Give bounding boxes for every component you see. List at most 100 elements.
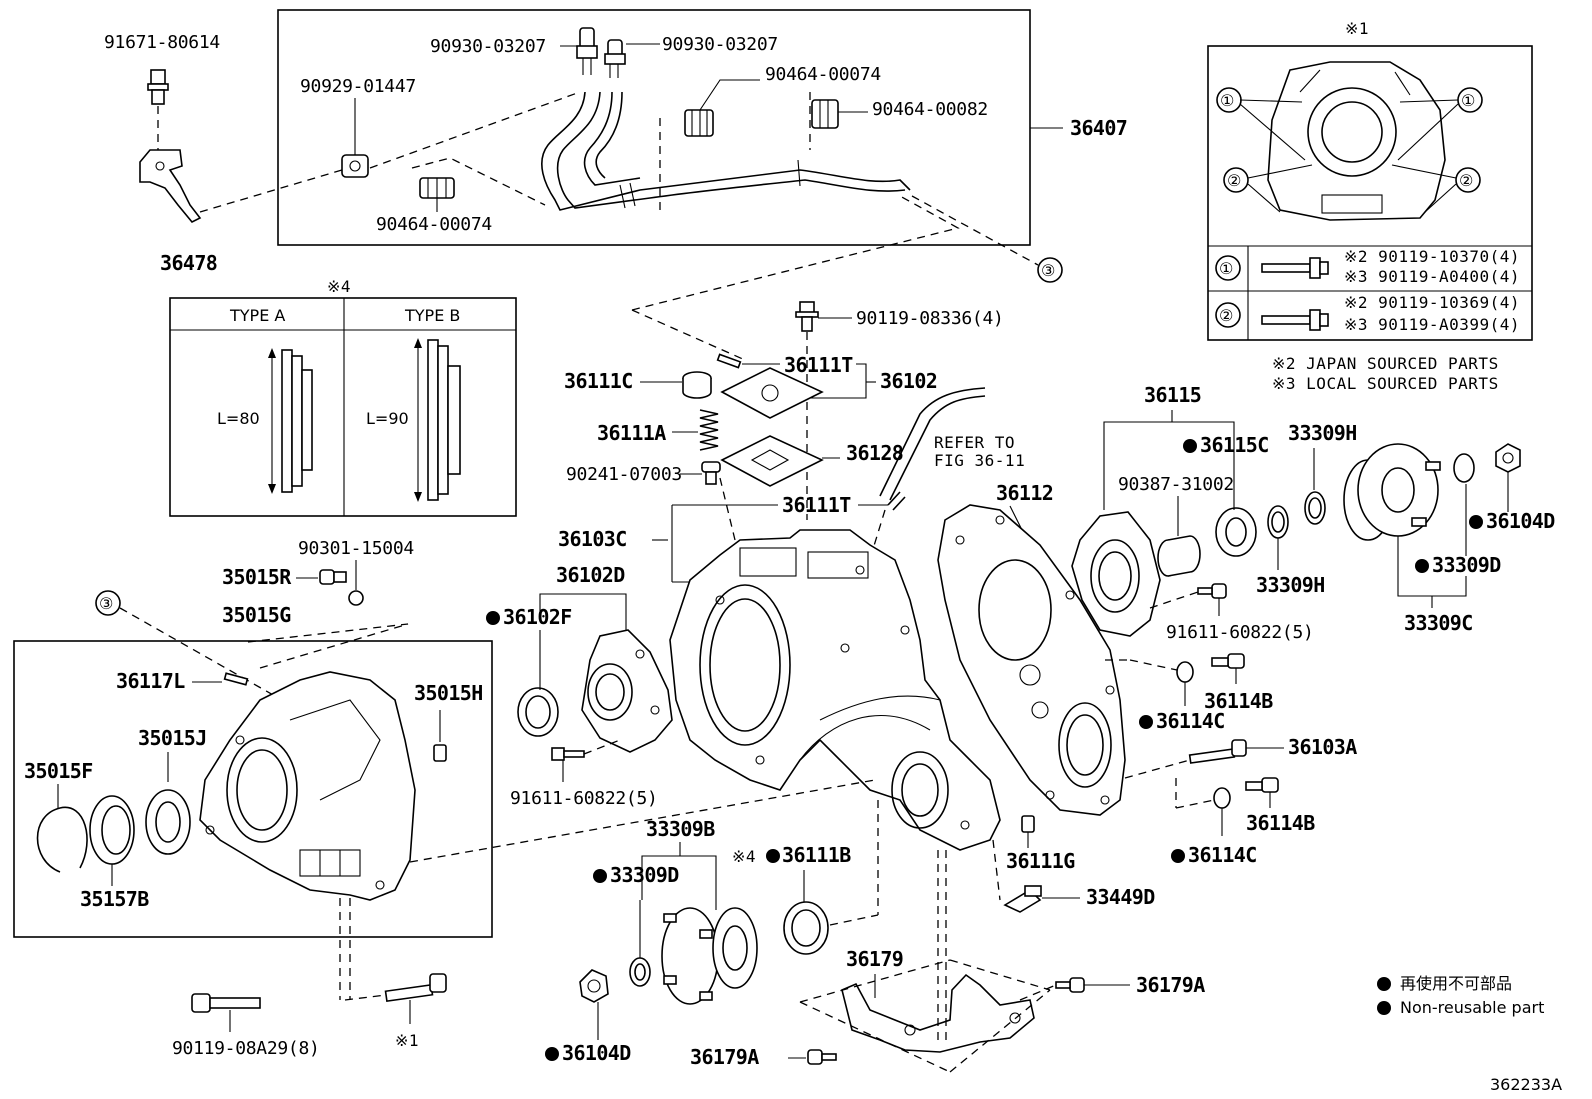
dowel-icon — [1021, 815, 1035, 833]
bolt-table — [1207, 45, 1533, 341]
label-35015R[interactable]: 35015R — [222, 565, 293, 589]
hose-clamp-icon — [811, 99, 839, 129]
label-91671-80614[interactable]: 91671-80614 — [104, 32, 220, 53]
label-90119-08336[interactable]: 90119-08336(4) — [856, 308, 1004, 329]
label-36102F[interactable]: 36102F — [503, 605, 572, 629]
label-36114C-b[interactable]: 36114C — [1188, 843, 1257, 867]
lock-nut-icon — [1495, 443, 1521, 473]
label-36111T-a[interactable]: 36111T — [784, 353, 854, 377]
label-35015F[interactable]: 35015F — [24, 759, 93, 783]
label-36114C-a[interactable]: 36114C — [1156, 709, 1225, 733]
label-33309D-a[interactable]: 33309D — [610, 863, 680, 887]
label-36179A-a[interactable]: 36179A — [1136, 973, 1206, 997]
adapter-housing-icon — [199, 671, 416, 901]
type-b-header: TYPE B — [404, 306, 460, 325]
refer-note-line2: FIG 36-11 — [934, 451, 1025, 470]
hose-clamp-icon — [684, 109, 714, 137]
label-33309D-b[interactable]: 33309D — [1432, 553, 1502, 577]
label-36179[interactable]: 36179 — [846, 947, 904, 971]
plug-icon — [1211, 653, 1245, 669]
bolt-row-1-japan[interactable]: ※2 90119-10370(4) — [1344, 247, 1520, 266]
bolt-icon — [795, 301, 819, 332]
label-91611-60822-a[interactable]: 91611-60822(5) — [510, 788, 658, 809]
label-91611-60822-b[interactable]: 91611-60822(5) — [1166, 622, 1314, 643]
label-36111A[interactable]: 36111A — [597, 421, 667, 445]
label-35015H[interactable]: 35015H — [414, 681, 483, 705]
label-33309H-b[interactable]: 33309H — [1256, 573, 1325, 597]
label-36104D-a[interactable]: 36104D — [562, 1041, 632, 1065]
figure-id: 362233A — [1490, 1075, 1562, 1094]
hose-tube-icon — [541, 91, 911, 211]
label-90119-08A29[interactable]: 90119-08A29(8) — [172, 1038, 320, 1059]
plug-icon — [682, 371, 712, 399]
label-90464-00082[interactable]: 90464-00082 — [872, 99, 988, 120]
type-table — [169, 297, 517, 517]
label-36115C[interactable]: 36115C — [1200, 433, 1269, 457]
union-fitting-icon — [576, 27, 626, 78]
bolt-icon — [147, 69, 169, 105]
bolt-row-1-local[interactable]: ※3 90119-A0400(4) — [1344, 267, 1520, 286]
label-90929-01447[interactable]: 90929-01447 — [300, 76, 416, 97]
label-36128[interactable]: 36128 — [846, 441, 904, 465]
label-36102D[interactable]: 36102D — [556, 563, 626, 587]
label-36117L[interactable]: 36117L — [116, 669, 186, 693]
bolt-icon — [1055, 977, 1085, 993]
rear-cover-icon — [581, 629, 673, 753]
label-36102[interactable]: 36102 — [880, 369, 938, 393]
label-36111G[interactable]: 36111G — [1006, 849, 1076, 873]
label-36111C[interactable]: 36111C — [564, 369, 633, 393]
long-bolt-icon — [1261, 257, 1329, 279]
skid-plate-icon — [841, 973, 1035, 1053]
non-reusable-marker-icon — [1377, 1001, 1391, 1015]
label-36114B-b[interactable]: 36114B — [1246, 811, 1316, 835]
bolt-icon — [701, 461, 721, 485]
pin-icon — [223, 672, 249, 686]
extension-housing-icon — [1071, 511, 1161, 637]
label-90301-15004[interactable]: 90301-15004 — [298, 538, 414, 559]
bearing-icon — [1215, 507, 1257, 557]
label-36179A-b[interactable]: 36179A — [690, 1045, 760, 1069]
label-90387-31002[interactable]: 90387-31002 — [1118, 474, 1234, 495]
label-36114B-a[interactable]: 36114B — [1204, 689, 1274, 713]
long-bolt-icon — [1188, 739, 1247, 764]
type-a-header: TYPE A — [229, 306, 285, 325]
label-90930-03207-a[interactable]: 90930-03207 — [430, 36, 546, 57]
label-36111T-b[interactable]: 36111T — [782, 493, 852, 517]
companion-flange-icon — [661, 907, 758, 1005]
label-36111B[interactable]: 36111B — [782, 843, 852, 867]
bushing-icon — [1157, 535, 1201, 577]
label-33309H-a[interactable]: 33309H — [1288, 421, 1357, 445]
label-36104D-b[interactable]: 36104D — [1486, 509, 1556, 533]
bolt-row-1-circle: ① — [1219, 259, 1233, 278]
plug-icon — [1245, 777, 1279, 793]
label-35157B[interactable]: 35157B — [80, 887, 150, 911]
label-36478[interactable]: 36478 — [160, 251, 218, 275]
label-35015G[interactable]: 35015G — [222, 603, 292, 627]
label-36103C[interactable]: 36103C — [558, 527, 627, 551]
label-36112[interactable]: 36112 — [996, 481, 1054, 505]
label-90464-00074-b[interactable]: 90464-00074 — [376, 214, 492, 235]
label-35015J[interactable]: 35015J — [138, 726, 207, 750]
label-90241-07003[interactable]: 90241-07003 — [566, 464, 682, 485]
label-33449D[interactable]: 33449D — [1086, 885, 1156, 909]
lock-nut-icon — [579, 969, 609, 1003]
label-90930-03207-b[interactable]: 90930-03207 — [662, 34, 778, 55]
label-36407[interactable]: 36407 — [1070, 116, 1128, 140]
label-36115[interactable]: 36115 — [1144, 383, 1202, 407]
length-type-a: L=80 — [217, 409, 260, 428]
bolt-row-2-japan[interactable]: ※2 90119-10369(4) — [1344, 293, 1520, 312]
cover-plate-icon — [720, 367, 824, 419]
bolt-row-2-local[interactable]: ※3 90119-A0399(4) — [1344, 315, 1520, 334]
washer-icon — [1267, 505, 1289, 539]
label-33309B[interactable]: 33309B — [646, 817, 716, 841]
plug-bolt-icon — [319, 569, 364, 606]
companion-flange-icon — [1343, 443, 1441, 541]
label-33309C[interactable]: 33309C — [1404, 611, 1473, 635]
long-bolt-icon — [1261, 309, 1329, 331]
bracket-icon — [1003, 885, 1042, 913]
label-90464-00074-a[interactable]: 90464-00074 — [765, 64, 881, 85]
callout-2-left: ② — [1227, 171, 1241, 190]
label-36103A[interactable]: 36103A — [1288, 735, 1358, 759]
long-bolt-icon — [384, 973, 447, 1003]
